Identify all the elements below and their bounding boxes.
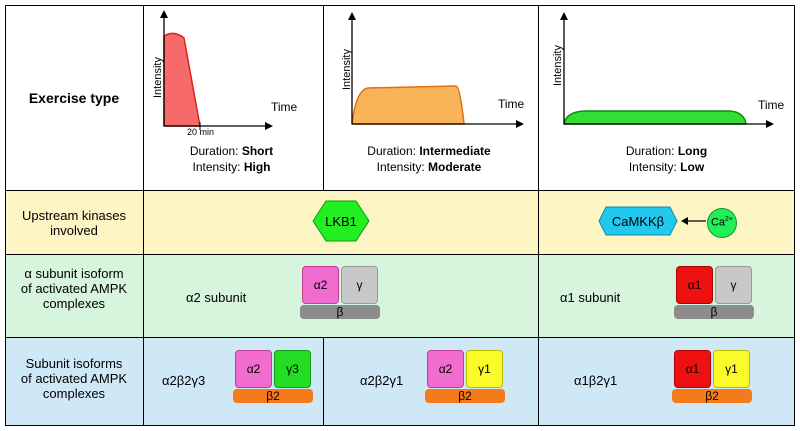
beta-gray-bar-right: β <box>674 305 754 319</box>
isoform-3-gamma: γ1 <box>713 350 750 388</box>
camkk-arrow <box>681 217 706 225</box>
long-y-arrow <box>560 12 568 20</box>
gamma-gray-block-right: γ <box>715 266 752 304</box>
divider-col3-r4 <box>538 338 539 426</box>
long-curve <box>563 110 747 125</box>
short-marker: 20 min <box>187 127 215 137</box>
divider-col3 <box>538 5 539 191</box>
short-duration: Duration: Short Intensity: High <box>189 144 274 174</box>
lkb1-label: LKB1 <box>325 214 357 229</box>
camkk-shape <box>598 206 678 236</box>
alpha2-subunit-label: α2 subunit <box>186 290 247 305</box>
long-duration: Duration: Long Intensity: Low <box>625 144 708 174</box>
diagram-table: Exercise type Upstream kinases involved … <box>5 5 795 426</box>
isoform-1-beta: β2 <box>233 389 313 403</box>
isoform-1-alpha: α2 <box>235 350 272 388</box>
isoform-2-beta: β2 <box>425 389 505 403</box>
label-exercise-type: Exercise type <box>28 90 120 106</box>
intermediate-curve <box>351 85 465 125</box>
short-y-arrow <box>160 10 168 18</box>
divider-col2-r4 <box>323 338 324 426</box>
short-curve <box>163 32 201 127</box>
chart-short <box>160 10 273 130</box>
camkk-label: CaMKKβ <box>611 214 665 229</box>
ca-circle <box>707 208 737 238</box>
label-alpha-subunit: α subunit isoform of activated AMPK comp… <box>20 266 128 311</box>
ca-label: Ca2+ <box>710 216 734 229</box>
row-alpha-subunit <box>5 255 795 338</box>
isoform-2-gamma: γ1 <box>466 350 503 388</box>
divider-col3-r2 <box>538 191 539 255</box>
intermediate-duration: Duration: Intermediate Intensity: Modera… <box>367 144 491 174</box>
isoform-3-label: α1β2γ1 <box>574 373 618 388</box>
intermediate-x-arrow <box>516 120 524 128</box>
intermediate-y-arrow <box>348 12 356 20</box>
alpha1-block: α1 <box>676 266 713 304</box>
isoform-1-label: α2β2γ3 <box>162 373 206 388</box>
label-subunit-isoforms: Subunit isoforms of activated AMPK compl… <box>20 356 128 401</box>
isoform-1-gamma: γ3 <box>274 350 311 388</box>
beta-gray-bar: β <box>300 305 380 319</box>
chart-intermediate <box>348 12 524 128</box>
gamma-gray-block: γ <box>341 266 378 304</box>
alpha2-block: α2 <box>302 266 339 304</box>
short-ylabel: Intensity <box>152 57 164 98</box>
isoform-2-alpha: α2 <box>427 350 464 388</box>
lkb1-hexagon <box>312 200 370 242</box>
alpha1-subunit-label: α1 subunit <box>560 290 621 305</box>
divider-col3-r3 <box>538 255 539 338</box>
divider-col2 <box>323 5 324 191</box>
short-x-arrow <box>265 122 273 130</box>
chart-long <box>560 12 774 128</box>
long-x-arrow <box>766 120 774 128</box>
long-xlabel: Time <box>758 98 785 112</box>
divider-col1 <box>143 5 144 426</box>
row-subunit-isoforms <box>5 338 795 426</box>
isoform-2-label: α2β2γ1 <box>360 373 404 388</box>
isoform-3-beta: β2 <box>672 389 752 403</box>
long-ylabel: Intensity <box>552 45 564 86</box>
label-upstream-kinases: Upstream kinases involved <box>21 208 127 238</box>
intermediate-xlabel: Time <box>498 97 525 111</box>
short-xlabel: Time <box>271 100 298 114</box>
intermediate-ylabel: Intensity <box>341 49 353 90</box>
isoform-3-alpha: α1 <box>674 350 711 388</box>
